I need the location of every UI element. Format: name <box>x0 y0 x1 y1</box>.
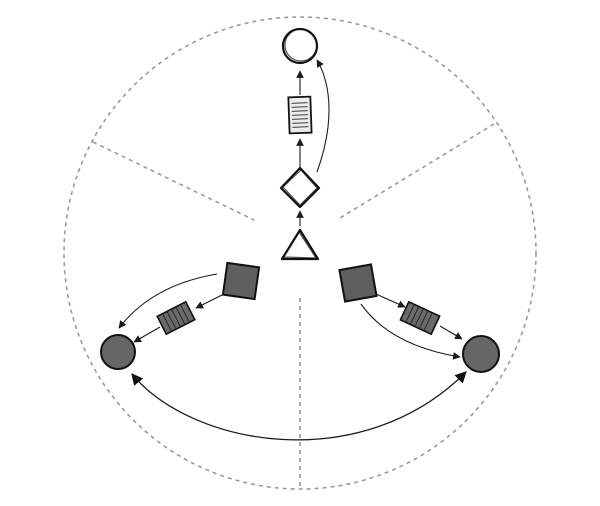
region-guides <box>63 16 537 490</box>
document-icon <box>287 95 313 135</box>
edge-left-store-to-end <box>133 326 161 343</box>
data-store-icon <box>156 300 196 336</box>
edge-left-activity-to-store <box>195 292 227 309</box>
flow-edges <box>118 59 467 441</box>
end-circle-filled-icon <box>100 334 136 370</box>
divider-upper-left <box>92 141 255 221</box>
decision-diamond-icon <box>279 166 321 209</box>
end-circle-icon <box>281 27 319 65</box>
outer-dashed-circle <box>63 16 537 490</box>
edge-right-activity-to-end-curved <box>360 303 461 360</box>
edge-left-end-to-right-end <box>131 371 467 441</box>
divider-upper-right <box>339 123 495 219</box>
edge-gateway-to-end-curved <box>316 59 330 173</box>
end-circle-filled-icon <box>462 335 500 373</box>
flow-nodes <box>100 27 500 373</box>
start-triangle-icon <box>280 228 320 261</box>
edge-right-activity-to-store <box>375 293 406 308</box>
activity-square-icon <box>221 261 261 301</box>
edge-right-store-to-end <box>439 325 463 340</box>
activity-square-icon <box>338 263 378 303</box>
edge-left-activity-to-end-curved <box>118 273 218 329</box>
data-store-icon <box>399 300 441 336</box>
